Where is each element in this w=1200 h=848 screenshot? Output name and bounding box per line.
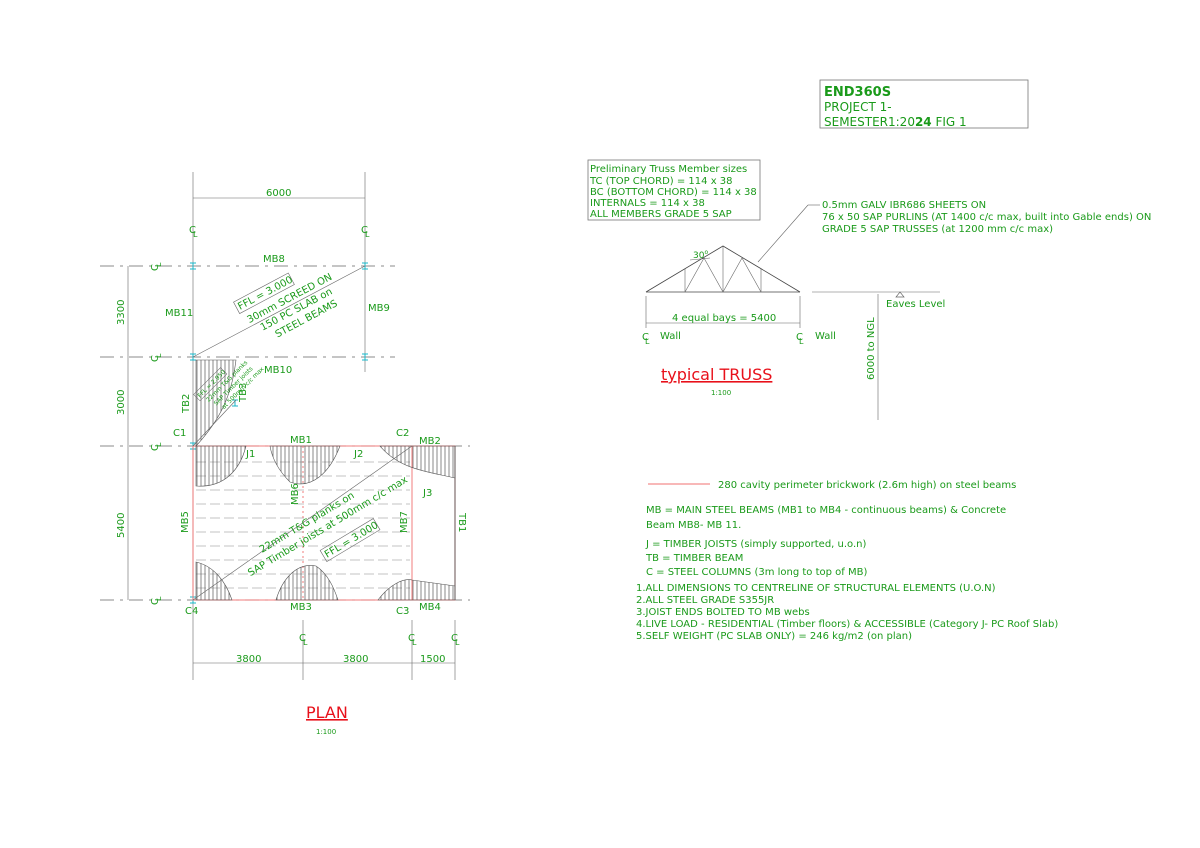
label-tb3: TB3 — [238, 383, 249, 403]
label-c3: C3 — [396, 606, 409, 617]
title-block: END360S PROJECT 1- SEMESTER1:2024 FIG 1 — [819, 79, 1029, 129]
truss-sizes-box: Preliminary Truss Member sizes TC (TOP C… — [587, 159, 761, 221]
plan-scale: 1:100 — [316, 728, 336, 736]
label-j1: J1 — [245, 449, 255, 460]
label-tb2: TB2 — [181, 394, 192, 414]
truss-sizes-frame — [587, 159, 761, 221]
title-block-frame — [819, 79, 1029, 129]
mb-legend-1: MB = MAIN STEEL BEAMS (MB1 to MB4 - cont… — [646, 505, 1006, 516]
cl-wall-left: CL — [642, 332, 650, 346]
label-mb11: MB11 — [165, 308, 193, 319]
dim-5400: 5400 — [116, 513, 127, 538]
cl-marker-5: CL — [451, 633, 460, 647]
note-4: 4.LIVE LOAD - RESIDENTIAL (Timber floors… — [636, 619, 1058, 630]
timber-beam-legend: TB = TIMBER BEAM — [645, 553, 743, 564]
label-mb6: MB6 — [290, 483, 301, 505]
dim-3300: 3300 — [116, 300, 127, 325]
label-mb10: MB10 — [264, 365, 292, 376]
label-mb7: MB7 — [399, 511, 410, 533]
hatch-area-1 — [195, 445, 247, 487]
cl-marker-b: CL — [150, 353, 163, 362]
cl-marker-c: CL — [150, 442, 163, 451]
project-line: PROJECT 1- — [824, 100, 892, 114]
column-legend: C = STEEL COLUMNS (3m long to top of MB) — [646, 567, 867, 578]
floor-diagonal — [192, 445, 413, 601]
label-mb3: MB3 — [290, 602, 312, 613]
hatch-area-7 — [195, 359, 237, 447]
mb-legend-2: Beam MB8- MB 11. — [646, 520, 741, 531]
semester-line: SEMESTER1:2024 FIG 1 — [824, 115, 967, 129]
hatch-area-5 — [275, 565, 339, 601]
cl-marker-1: CL — [189, 225, 198, 239]
label-tb1: TB1 — [456, 512, 467, 532]
course-code: END360S — [824, 85, 891, 100]
legend: 280 cavity perimeter brickwork (2.6m hig… — [645, 480, 1016, 578]
hatch-area-4 — [195, 561, 233, 601]
label-mb1: MB1 — [290, 435, 312, 446]
cl-marker-4: CL — [408, 633, 417, 647]
cl-wall-right: CL — [796, 332, 804, 346]
slab-diagonal — [192, 265, 366, 358]
cl-marker-2: CL — [361, 225, 370, 239]
wall-left-label: Wall — [660, 331, 681, 342]
top-chord-size: TC (TOP CHORD) = 114 x 38 — [589, 176, 733, 187]
label-c1: C1 — [173, 428, 186, 439]
truss-scale: 1:100 — [711, 389, 731, 397]
dim-3800-a: 3800 — [236, 654, 261, 665]
dim-top: 6000 — [266, 188, 291, 199]
roof-note-line-2: 76 x 50 SAP PURLINS (AT 1400 c/c max, bu… — [822, 212, 1151, 223]
floor-note: 22mm T&G planks on SAP Timber joists at … — [246, 475, 410, 579]
roof-leader-line — [757, 204, 809, 263]
dim-3000: 3000 — [116, 390, 127, 415]
note-3: 3.JOIST ENDS BOLTED TO MB webs — [636, 607, 810, 618]
level-marker-icon — [895, 291, 905, 298]
note-1: 1.ALL DIMENSIONS TO CENTRELINE OF STRUCT… — [636, 583, 996, 594]
label-j3: J3 — [422, 488, 432, 499]
note-5: 5.SELF WEIGHT (PC SLAB ONLY) = 246 kg/m2… — [636, 631, 912, 642]
label-mb9: MB9 — [368, 303, 390, 314]
truss-grade: ALL MEMBERS GRADE 5 SAP — [590, 209, 732, 220]
dim-3800-b: 3800 — [343, 654, 368, 665]
truss-elevation: 30o 4 equal bays = 5400 CL Wall CL Wall … — [642, 245, 945, 420]
wall-right-label: Wall — [815, 331, 836, 342]
roof-note: 0.5mm GALV IBR686 SHEETS ON 76 x 50 SAP … — [757, 200, 1151, 263]
hatch-area-3 — [379, 445, 456, 479]
roof-note-line-1: 0.5mm GALV IBR686 SHEETS ON — [822, 200, 986, 211]
brick-legend: 280 cavity perimeter brickwork (2.6m hig… — [718, 480, 1016, 491]
eaves-level-label: Eaves Level — [886, 299, 945, 310]
plan-title: PLAN — [306, 703, 348, 722]
truss-sizes-heading: Preliminary Truss Member sizes — [590, 164, 747, 175]
label-c4: C4 — [185, 606, 198, 617]
label-mb4: MB4 — [419, 602, 441, 613]
label-mb5: MB5 — [180, 511, 191, 533]
label-mb8: MB8 — [263, 254, 285, 265]
cl-marker-d: CL — [150, 596, 163, 605]
roof-pitch-angle: 30o — [693, 249, 708, 261]
note-2: 2.ALL STEEL GRADE S355JR — [636, 595, 774, 606]
hatch-area-2 — [269, 445, 341, 485]
bays-dimension: 4 equal bays = 5400 — [672, 313, 776, 324]
plan-drawing: 6000 3300 3000 5400 3800 3800 1500 CL CL… — [100, 172, 470, 736]
label-j2: J2 — [353, 449, 363, 460]
dim-1500: 1500 — [420, 654, 445, 665]
tb-diagonal — [192, 399, 237, 447]
truss-title: typical TRUSS — [661, 365, 772, 384]
label-c2: C2 — [396, 428, 409, 439]
cl-marker-3: CL — [299, 633, 308, 647]
height-dimension: 6000 to NGL — [866, 317, 877, 380]
general-notes: 1.ALL DIMENSIONS TO CENTRELINE OF STRUCT… — [636, 583, 1058, 642]
bottom-chord-size: BC (BOTTOM CHORD) = 114 x 38 — [590, 187, 757, 198]
hatch-area-6 — [377, 579, 456, 601]
roof-note-line-3: GRADE 5 SAP TRUSSES (at 1200 mm c/c max) — [822, 224, 1053, 235]
slab-note: FFL = 3.000 30mm SCREED ON 150 PC SLAB o… — [233, 272, 340, 340]
joist-legend: J = TIMBER JOISTS (simply supported, u.o… — [645, 539, 867, 550]
label-mb2: MB2 — [419, 436, 441, 447]
internals-size: INTERNALS = 114 x 38 — [590, 198, 705, 209]
cl-marker-a: CL — [150, 262, 163, 271]
truss-internals — [684, 246, 762, 293]
